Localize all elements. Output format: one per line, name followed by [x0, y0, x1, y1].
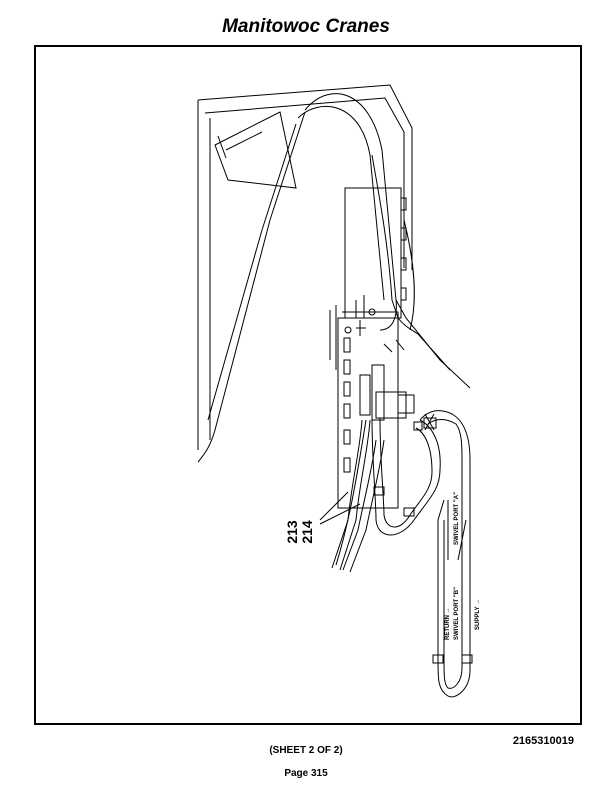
- boom-hose-arch-inner: [297, 105, 385, 301]
- boom-hose-arch: [304, 93, 397, 331]
- label-swivel-port-a: SWIVEL PORT "A": [454, 492, 460, 545]
- return-supply-hose: [419, 410, 471, 698]
- diagonal-hose: [197, 111, 306, 463]
- callout-214: 214: [299, 520, 315, 544]
- drawing-frame: [34, 45, 582, 725]
- drawing-number: 2165310019: [512, 735, 574, 747]
- callout-213: 213: [284, 520, 300, 544]
- page-title: Manitowoc Cranes: [222, 16, 390, 37]
- sheet-label: (SHEET 2 OF 2): [269, 745, 343, 756]
- label-swivel-port-b: SWIVEL PORT "B": [454, 587, 460, 640]
- cab-roof-outline: [197, 84, 413, 270]
- page-number: Page 315: [284, 768, 328, 779]
- cab-window-panel: [214, 111, 297, 189]
- callout-leader: [319, 491, 361, 525]
- label-supply: SUPPLY →: [475, 599, 481, 630]
- valve-block: [337, 317, 399, 509]
- mounting-plate: [344, 187, 402, 319]
- upper-hose-run: [371, 154, 451, 371]
- cab-roof-inner: [204, 97, 405, 268]
- diagonal-hose-inner: [207, 123, 297, 421]
- loop-hose: [371, 417, 441, 536]
- hose-from-block-1: [339, 419, 371, 571]
- label-return: RETURN →: [445, 607, 451, 640]
